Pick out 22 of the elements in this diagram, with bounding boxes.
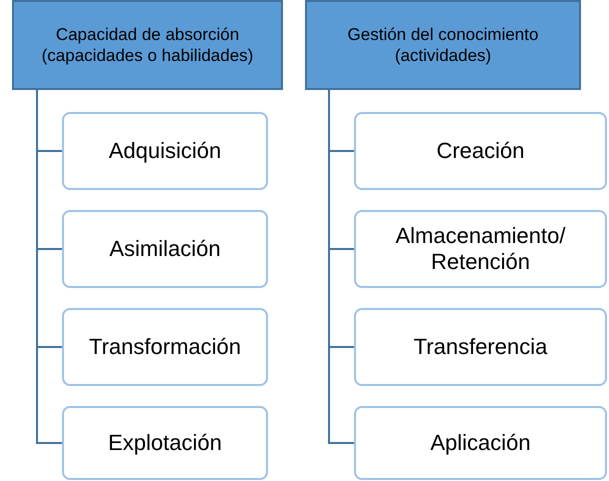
node-label: Adquisición <box>108 138 222 164</box>
connector-line <box>36 90 62 444</box>
node-label: Explotación <box>108 430 222 456</box>
header-box <box>12 0 283 90</box>
process-box <box>62 112 268 190</box>
process-box <box>62 210 268 288</box>
node-label: Almacenamiento/ Retención <box>394 222 566 276</box>
process-box <box>62 406 268 480</box>
node-label: Gestión del conocimiento (actividades) <box>346 24 540 66</box>
process-box <box>354 210 607 288</box>
process-box <box>354 308 607 386</box>
node-label: Creación <box>436 138 525 164</box>
node-label: Capacidad de absorción (capacidades o habilidades) <box>40 24 254 66</box>
node-label: Transformación <box>88 334 241 360</box>
header-box <box>305 0 581 90</box>
process-box <box>354 112 607 190</box>
node-label: Asimilación <box>109 236 221 262</box>
process-box <box>62 308 268 386</box>
connector-line <box>328 90 354 444</box>
process-box <box>354 406 607 480</box>
node-label: Transferencia <box>414 334 548 360</box>
node-label: Aplicación <box>430 430 531 456</box>
